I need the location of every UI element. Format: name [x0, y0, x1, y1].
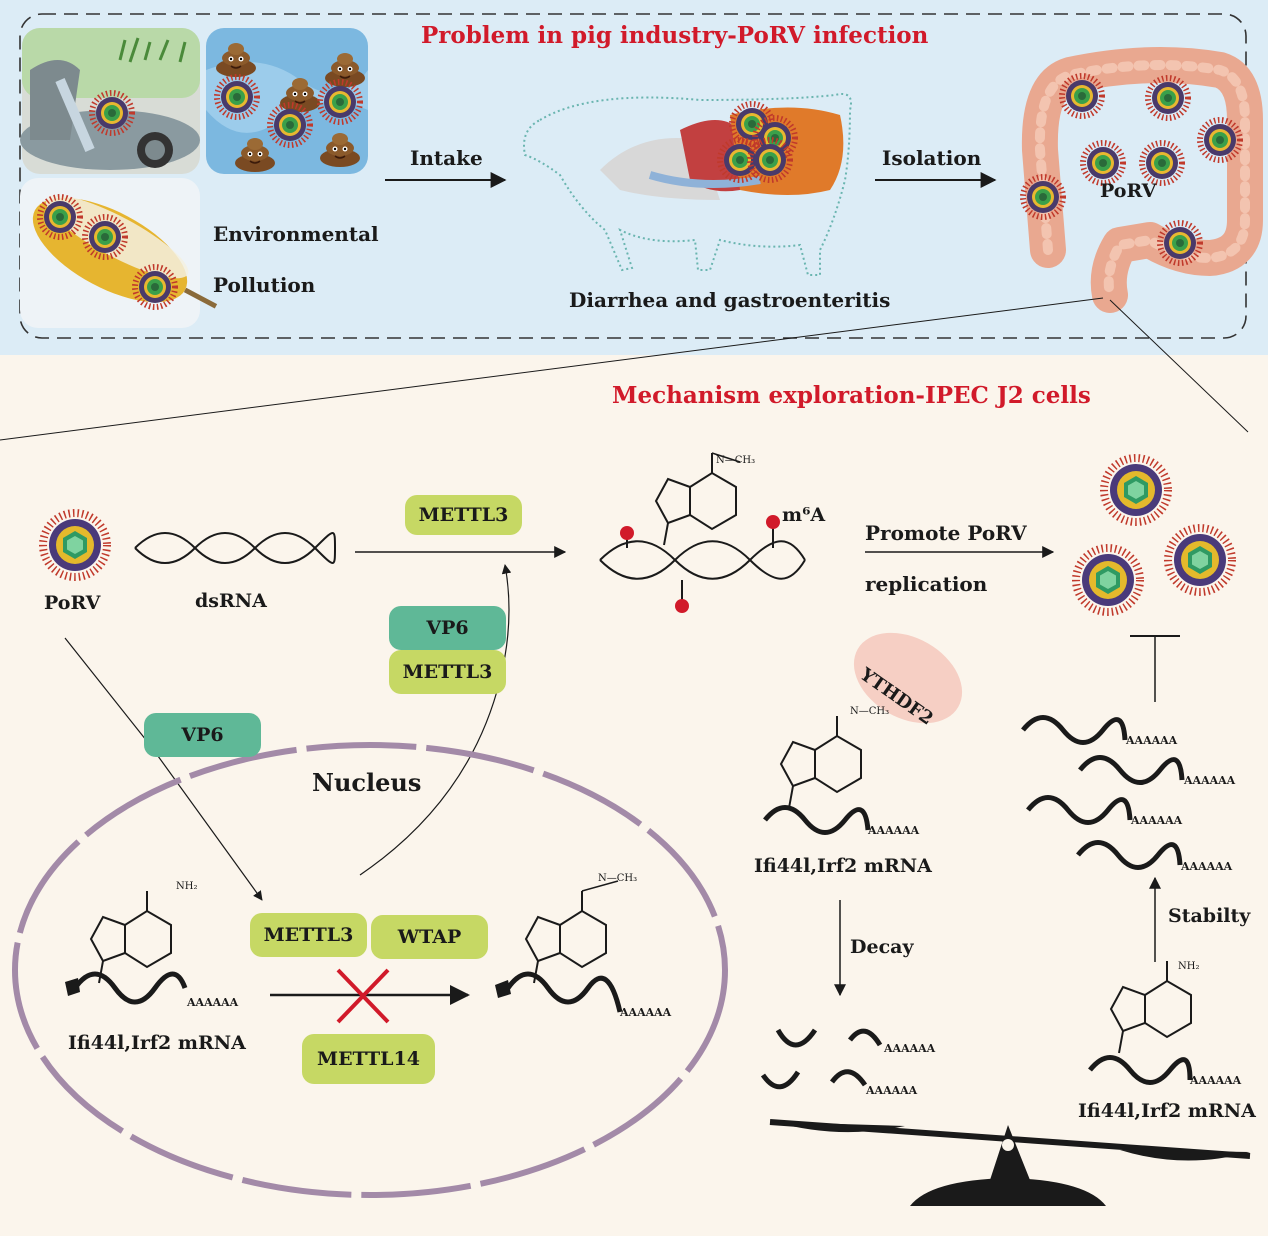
polya-stable-1: AAAAAA — [1126, 734, 1178, 747]
mettl3-export-arrow — [359, 564, 512, 876]
vp6-nucleus-pill: VP6 — [144, 713, 261, 757]
pig-illustration — [523, 93, 852, 276]
decay-label: Decay — [850, 936, 914, 958]
porv-progeny-3 — [1168, 528, 1232, 592]
feces-image — [206, 28, 368, 174]
bottom-title: Mechanism exploration-IPEC J2 cells — [612, 382, 1091, 409]
moldy-corn-image — [20, 178, 218, 328]
adenine-bottom-right — [1110, 960, 1192, 1054]
balance-scale — [769, 1119, 1251, 1206]
mettl14-pill: METTL14 — [302, 1034, 435, 1084]
mrna-label-left: Ifi44l,Irf2 mRNA — [68, 1032, 246, 1054]
mrna-label-right: Ifi44l,Irf2 mRNA — [1078, 1100, 1256, 1122]
ythdf2-blob — [853, 632, 963, 724]
m6a-label: m⁶A — [782, 504, 826, 526]
porv-progeny-1 — [1104, 458, 1168, 522]
top-title: Problem in pig industry-PoRV infection — [421, 22, 929, 49]
polya-stable-4: AAAAAA — [1181, 860, 1233, 873]
replication-label: replication — [865, 572, 988, 596]
polya-bottom-right: AAAAAA — [1190, 1074, 1242, 1087]
vp6-mid-pill: VP6 — [389, 606, 506, 650]
mettl3-nucleus-pill: METTL3 — [250, 913, 367, 957]
mrna-right-nuc — [505, 971, 623, 1013]
mrna-bottom-right — [1088, 1055, 1193, 1085]
porv-intestine-label: PoRV — [1100, 180, 1157, 202]
polya-middle: AAAAAA — [868, 824, 920, 837]
diarrhea-label: Diarrhea and gastroenteritis — [569, 288, 891, 312]
nucleus-membrane — [12, 742, 728, 1198]
stability-label: Stabilty — [1168, 905, 1251, 927]
adenine-middle — [780, 715, 862, 809]
sewage-image — [20, 28, 200, 174]
intestine-illustration — [1023, 47, 1263, 313]
nhch3-middle: N—CH₃ — [850, 706, 890, 717]
polya-decay-2: AAAAAA — [866, 1084, 918, 1097]
polya-stable-3: AAAAAA — [1131, 814, 1183, 827]
stable-mrnas — [1021, 715, 1185, 870]
mrna-label-middle: Ifi44l,Irf2 mRNA — [754, 855, 932, 877]
nhch3-top: N—CH₃ — [716, 455, 756, 466]
polya-nucleus-right: AAAAAA — [620, 1006, 672, 1019]
wtap-pill: WTAP — [371, 915, 488, 959]
nucleus-label: Nucleus — [312, 768, 422, 797]
mrna-left — [72, 971, 188, 1005]
pollution-label: Pollution — [213, 273, 316, 297]
nhch3-nucleus: N—CH₃ — [598, 873, 638, 884]
top-panel-border — [19, 13, 1247, 339]
porv-virus-left — [43, 513, 107, 577]
dsrna-helix — [134, 532, 336, 564]
adenine-left — [90, 890, 172, 984]
porv-progeny-2 — [1076, 548, 1140, 612]
porv-label: PoRV — [44, 592, 101, 614]
nh2-left: NH₂ — [176, 881, 198, 892]
porv-to-mettl3-line — [64, 637, 263, 901]
zoom-line-left — [0, 297, 1104, 441]
adenine-right — [525, 890, 607, 984]
isolation-label: Isolation — [882, 146, 982, 170]
block-x-2 — [336, 968, 390, 1024]
promote-label: Promote PoRV — [865, 521, 1027, 545]
environmental-label: Environmental — [213, 222, 379, 246]
methylated-dsrna — [599, 452, 806, 613]
polya-left: AAAAAA — [187, 996, 239, 1009]
intake-label: Intake — [410, 146, 483, 170]
decayed-fragments — [760, 1028, 883, 1090]
zoom-line-right — [1109, 299, 1249, 433]
nh2-right: NH₂ — [1178, 961, 1200, 972]
dsrna-label: dsRNA — [195, 590, 267, 612]
polya-decay-1: AAAAAA — [884, 1042, 936, 1055]
mettl3-top-pill: METTL3 — [405, 495, 522, 535]
mettl3-mid-pill: METTL3 — [389, 650, 506, 694]
mrna-middle — [763, 805, 871, 835]
polya-stable-2: AAAAAA — [1184, 774, 1236, 787]
